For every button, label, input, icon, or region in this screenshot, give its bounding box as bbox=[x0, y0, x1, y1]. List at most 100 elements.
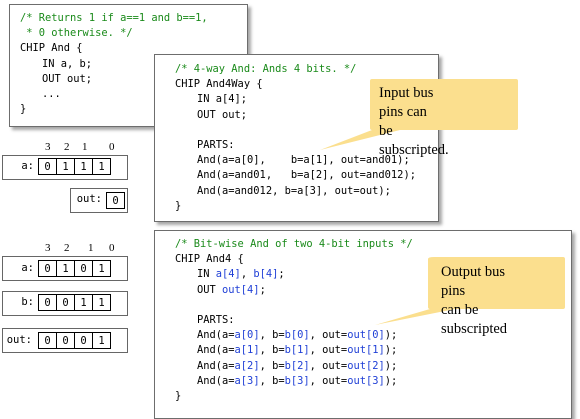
chip-header: CHIP And4 { bbox=[175, 253, 244, 266]
comment-line: /* 4-way And: Ands 4 bits. */ bbox=[175, 63, 357, 75]
terminator: ; bbox=[278, 268, 285, 281]
bus-pin: b[2] bbox=[284, 359, 310, 372]
bit-cell: 1 bbox=[92, 332, 111, 349]
callout-line: can be subscripted bbox=[441, 302, 508, 337]
row-frame bbox=[2, 291, 128, 316]
bit-index: 2 bbox=[64, 141, 70, 153]
row-label-b: b: bbox=[21, 296, 34, 308]
comment-line: /* Bit-wise And of two 4-bit inputs */ bbox=[175, 238, 413, 250]
bus-pin: out[4] bbox=[222, 283, 260, 296]
chip-close: } bbox=[175, 390, 182, 403]
bus-pin: a[1] bbox=[234, 344, 260, 357]
part-call: And(a=a[0], b=b[0], out=out[0]); bbox=[197, 329, 397, 341]
call-end: ); bbox=[384, 344, 398, 357]
call-sep: , b= bbox=[259, 374, 285, 387]
call-prefix: And(a= bbox=[197, 329, 235, 342]
in-decl: IN a[4]; bbox=[197, 93, 248, 106]
bus-pin: a[4] bbox=[215, 268, 241, 281]
out-decl: OUT out; bbox=[197, 108, 248, 121]
bit-cell: 1 bbox=[56, 260, 75, 277]
parts-label: PARTS: bbox=[197, 139, 235, 152]
bus-pin: out[1] bbox=[347, 344, 385, 357]
call-prefix: And(a= bbox=[197, 344, 235, 357]
in-keyword: IN bbox=[197, 268, 216, 281]
bit-cell: 1 bbox=[92, 158, 111, 175]
call-end: ); bbox=[384, 374, 398, 387]
part-call: And(a=a[0], b=a[1], out=and01); bbox=[197, 154, 410, 167]
chip-header: CHIP And4Way { bbox=[175, 78, 263, 91]
comment-line: /* Returns 1 if a==1 and b==1, bbox=[20, 12, 208, 24]
bus-pin: a[0] bbox=[234, 329, 260, 342]
bus-pin: out[2] bbox=[347, 359, 385, 372]
ellipsis: ... bbox=[42, 88, 61, 101]
call-sep: , out= bbox=[309, 359, 348, 372]
bus-pin: out[3] bbox=[347, 374, 385, 387]
callout-line: Input bus pins can bbox=[379, 85, 434, 120]
bit-index: 2 bbox=[64, 242, 70, 254]
comment-line: * 0 otherwise. */ bbox=[20, 27, 133, 40]
bit-cell: 0 bbox=[38, 158, 57, 175]
part-call: And(a=a[1], b=b[1], out=out[1]); bbox=[197, 344, 397, 356]
bit-cell: 0 bbox=[74, 332, 93, 349]
bit-row-out: 0 0 0 1 bbox=[38, 332, 111, 349]
bit-index: 1 bbox=[82, 141, 88, 153]
in-decl: IN a, b; bbox=[42, 57, 93, 70]
input-callout-text: Input bus pins can be subscripted. bbox=[379, 84, 449, 160]
row-frame bbox=[70, 188, 128, 213]
bit-index: 3 bbox=[45, 242, 51, 254]
bus-pin: a[3] bbox=[234, 374, 260, 387]
output-callout-text: Output bus pins can be subscripted bbox=[441, 263, 507, 339]
separator: , bbox=[240, 268, 254, 281]
bus-pin: out[0] bbox=[347, 329, 385, 342]
bus-pin: a[2] bbox=[234, 359, 260, 372]
bit-row-a: 0 1 0 1 bbox=[38, 260, 111, 277]
bit-cell: 0 bbox=[38, 332, 57, 349]
bit-index: 0 bbox=[109, 242, 115, 254]
call-sep: , b= bbox=[259, 359, 285, 372]
bus-pin: b[4] bbox=[253, 268, 279, 281]
call-end: ); bbox=[384, 359, 398, 372]
chip-close: } bbox=[175, 199, 182, 212]
callout-line: Output bus pins bbox=[441, 264, 506, 299]
bit-cell: 1 bbox=[74, 294, 93, 311]
bit-cell: 0 bbox=[106, 192, 125, 209]
bit-index: 0 bbox=[109, 141, 115, 153]
bit-cell: 1 bbox=[92, 294, 111, 311]
row-frame bbox=[2, 256, 128, 281]
bit-cell: 1 bbox=[56, 158, 75, 175]
call-sep: , out= bbox=[309, 374, 348, 387]
bus-pin: b[1] bbox=[284, 344, 310, 357]
row-label-a: a: bbox=[21, 262, 34, 274]
row-label-out: out: bbox=[76, 193, 102, 205]
part-call: And(a=and012, b=a[3], out=out); bbox=[197, 184, 391, 197]
callout-line: be subscripted. bbox=[379, 123, 449, 158]
call-sep: , out= bbox=[309, 329, 348, 342]
bus-pin: b[0] bbox=[284, 329, 310, 342]
out-decl: OUT out; bbox=[42, 72, 93, 85]
bit-cell: 0 bbox=[38, 260, 57, 277]
and4-chip-code: /* Bit-wise And of two 4-bit inputs */ C… bbox=[175, 237, 413, 404]
call-prefix: And(a= bbox=[197, 359, 235, 372]
row-frame bbox=[2, 328, 128, 353]
call-prefix: And(a= bbox=[197, 374, 235, 387]
bit-cell: 0 bbox=[74, 260, 93, 277]
bit-row-out: 0 bbox=[106, 192, 125, 209]
bit-cell: 0 bbox=[56, 294, 75, 311]
part-call: And(a=a[3], b=b[3], out=out[3]); bbox=[197, 375, 397, 387]
terminator: ; bbox=[259, 283, 266, 296]
bit-row-b: 0 0 1 1 bbox=[38, 294, 111, 311]
bit-index: 3 bbox=[45, 141, 51, 153]
bit-cell: 1 bbox=[74, 158, 93, 175]
row-label-out: out: bbox=[6, 334, 32, 346]
parts-label: PARTS: bbox=[197, 314, 235, 327]
bit-row-a: 0 1 1 1 bbox=[38, 158, 111, 175]
and4-chip-box: /* Bit-wise And of two 4-bit inputs */ C… bbox=[154, 230, 572, 419]
chip-header: CHIP And { bbox=[20, 42, 83, 55]
part-call: And(a=a[2], b=b[2], out=out[2]); bbox=[197, 360, 397, 372]
chip-close: } bbox=[20, 103, 27, 116]
bit-cell: 0 bbox=[38, 294, 57, 311]
call-sep: , out= bbox=[309, 344, 348, 357]
bit-index: 1 bbox=[88, 242, 94, 254]
